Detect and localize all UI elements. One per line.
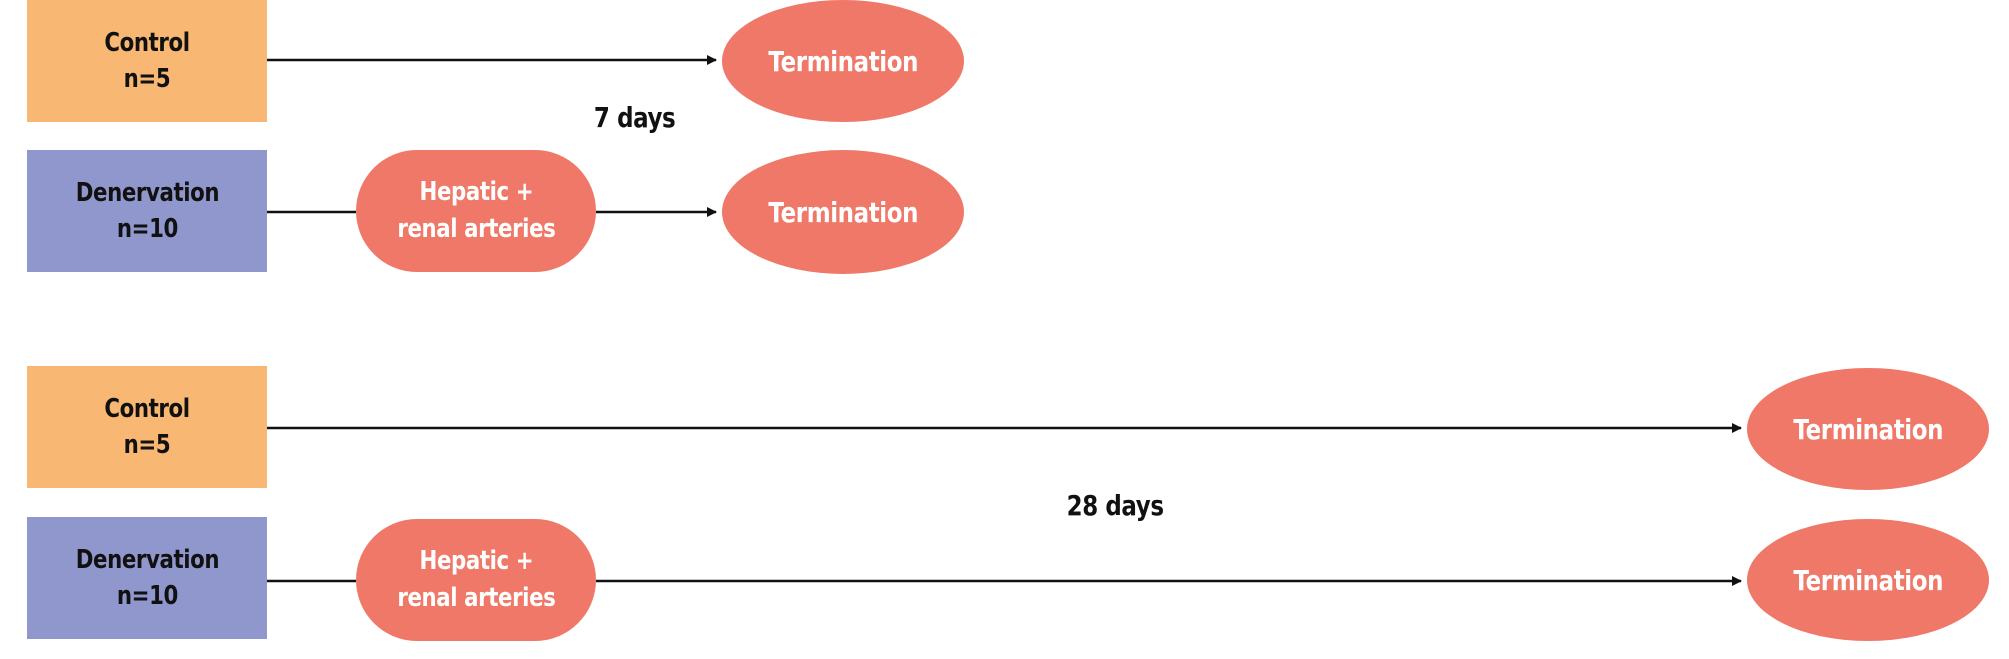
group-box-28d-control: Control n=5 [27,366,267,488]
duration-label-7-days: 7 days [594,100,676,134]
group-box-7d-denervation: Denervation n=10 [27,150,267,272]
termination-node-7d-denervation: Termination [722,150,964,274]
termination-node-28d-denervation: Termination [1747,519,1989,641]
procedure-node-7d-denervation: Hepatic + renal arteries [356,150,596,272]
termination-node-7d-control: Termination [722,0,964,122]
procedure-node-28d-denervation: Hepatic + renal arteries [356,519,596,641]
termination-node-28d-control: Termination [1747,368,1989,490]
group-label-7d-control: Control n=5 [104,28,190,94]
group-label-28d-denervation: Denervation n=10 [75,545,219,611]
duration-label-28-days: 28 days [1066,488,1164,522]
group-label-28d-control: Control n=5 [104,394,190,460]
group-box-28d-denervation: Denervation n=10 [27,517,267,639]
group-label-7d-denervation: Denervation n=10 [75,178,219,244]
group-box-7d-control: Control n=5 [27,0,267,122]
